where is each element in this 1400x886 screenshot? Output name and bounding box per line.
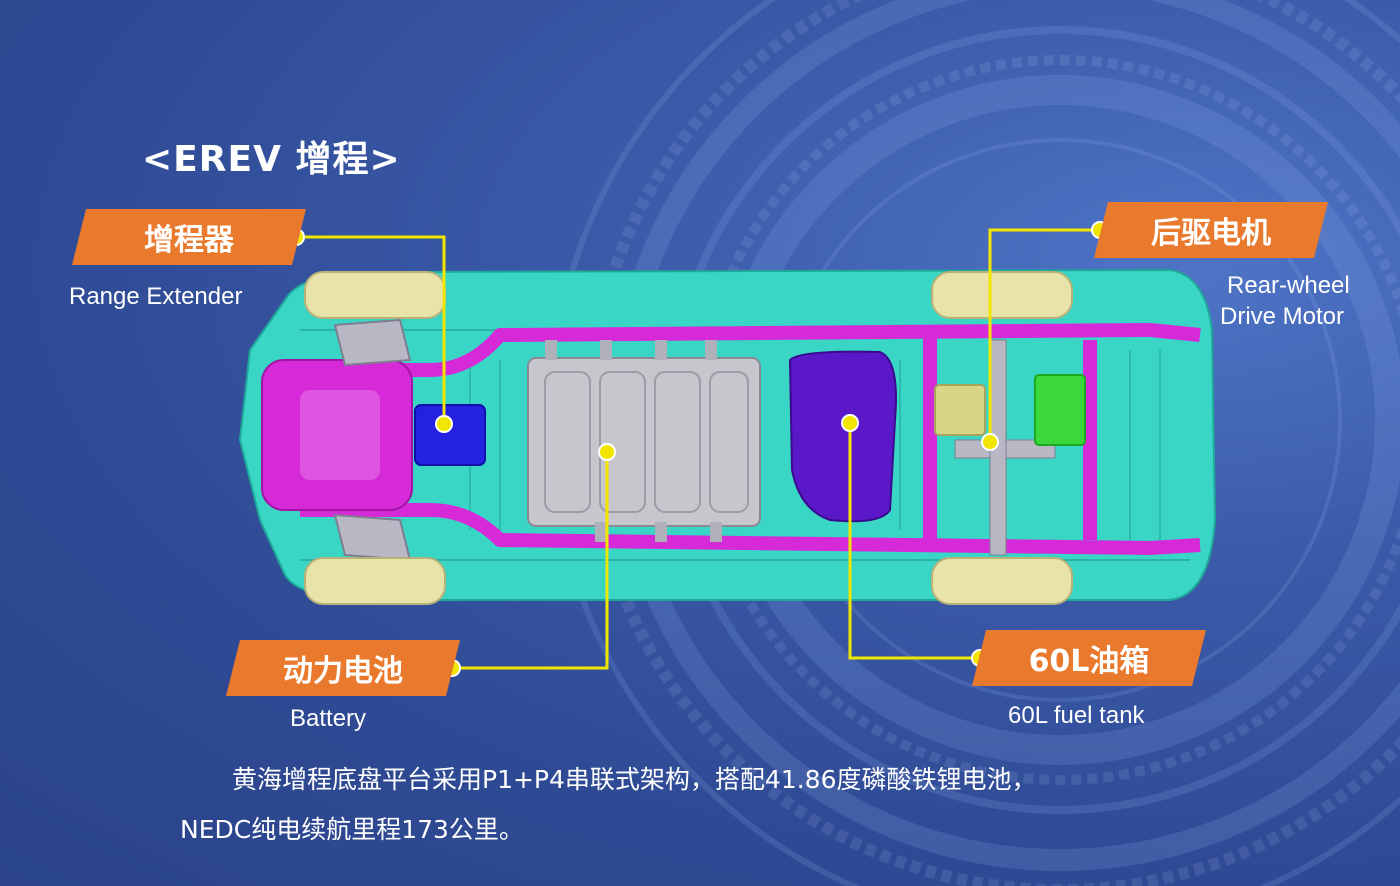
dot-rear-motor-part — [981, 433, 999, 451]
wheel-rear-right — [931, 557, 1073, 605]
wheel-rear-left — [931, 271, 1073, 319]
tag-rear-motor: 后驱电机 — [1094, 202, 1328, 258]
description-line-2: NEDC纯电续航里程173公里。 — [180, 815, 524, 844]
page-title: <EREV 增程> — [142, 139, 401, 180]
dot-battery-part — [598, 443, 616, 461]
leader-range-extender — [296, 235, 446, 424]
label-rear-motor-en-2: Drive Motor — [1220, 303, 1345, 330]
dot-range-extender-part — [435, 415, 453, 433]
tag-battery: 动力电池 — [226, 640, 460, 696]
motor-controller — [1034, 374, 1086, 446]
leader-battery — [452, 452, 609, 670]
label-rear-motor-en-1: Rear-wheel — [1227, 272, 1350, 299]
wheels — [304, 271, 1073, 605]
tag-range-extender: 增程器 — [72, 209, 306, 265]
wheel-front-left — [304, 271, 446, 319]
leader-rear-motor — [988, 228, 1100, 442]
frame — [300, 323, 1201, 555]
leader-fuel-tank — [848, 423, 980, 660]
label-fuel-tank-en: 60L fuel tank — [1008, 702, 1145, 729]
range-extender-unit — [414, 404, 486, 466]
fuel-tank — [788, 350, 897, 523]
wheel-front-right — [304, 557, 446, 605]
tag-fuel-tank: 60L油箱 — [972, 630, 1206, 686]
dot-fuel-tank-part — [841, 414, 859, 432]
label-battery-en: Battery — [290, 705, 367, 732]
label-range-extender-en: Range Extender — [69, 283, 243, 310]
description-line-1: 黄海增程底盘平台采用P1+P4串联式架构，搭配41.86度磷酸铁锂电池， — [232, 765, 1037, 794]
rear-drive-motor — [934, 384, 986, 436]
